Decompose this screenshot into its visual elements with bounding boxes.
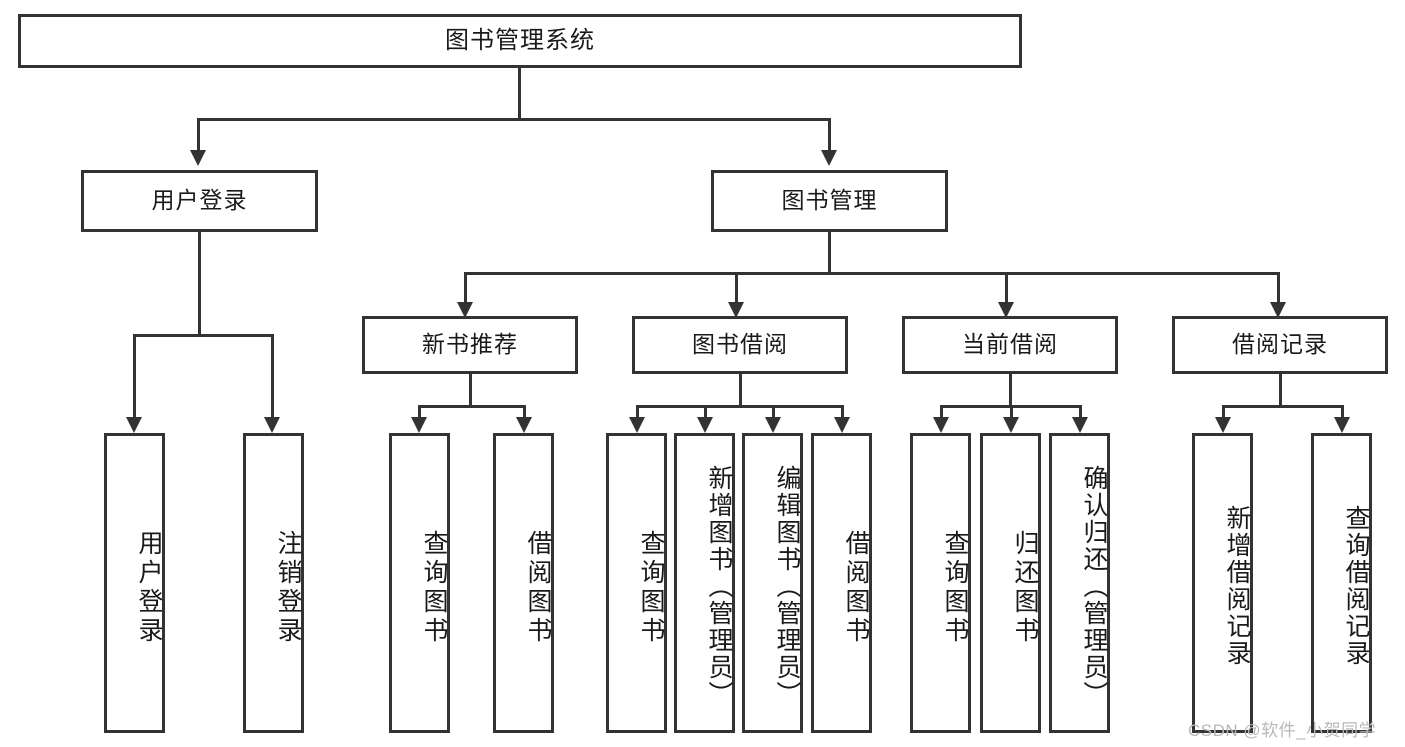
arrow-down-icon — [933, 417, 949, 433]
leaf-query-borrow-record[interactable]: 查询借阅记录 — [1311, 433, 1372, 733]
node-label: 借阅图书 — [842, 530, 870, 646]
edge-branch — [841, 405, 844, 419]
arrow-down-icon — [629, 417, 645, 433]
node-label: 确认归还（管理员） — [1080, 464, 1108, 708]
arrow-down-icon — [1215, 417, 1231, 433]
watermark-text: CSDN @软件_小贺同学 — [1188, 721, 1377, 740]
node-label: 查询图书 — [420, 530, 448, 646]
arrow-down-icon — [1072, 417, 1088, 433]
edge-to-logout-leaf — [271, 334, 274, 419]
edge-root-to-user-login — [197, 118, 200, 152]
node-current-borrow[interactable]: 当前借阅 — [902, 316, 1118, 374]
edge-root-bar — [197, 118, 831, 121]
node-new-book-recommend[interactable]: 新书推荐 — [362, 316, 578, 374]
edge-to-book-borrow — [735, 272, 738, 304]
arrow-down-icon — [190, 150, 206, 166]
node-borrow-record[interactable]: 借阅记录 — [1172, 316, 1388, 374]
edge-to-borrow-record — [1277, 272, 1280, 304]
edge-branch — [636, 405, 639, 419]
edge-branch — [1010, 405, 1013, 419]
leaf-add-book-admin[interactable]: 新增图书（管理员） — [674, 433, 735, 733]
node-label: 图书管理系统 — [445, 26, 595, 54]
leaf-borrow-book[interactable]: 借阅图书 — [811, 433, 872, 733]
arrow-down-icon — [457, 302, 473, 318]
edge-borrow-record-bar — [1222, 405, 1344, 408]
leaf-logout[interactable]: 注销登录 — [243, 433, 304, 733]
edge-branch — [1222, 405, 1225, 419]
edge-branch — [418, 405, 421, 419]
arrow-down-icon — [516, 417, 532, 433]
arrow-down-icon — [264, 417, 280, 433]
edge-root-trunk — [518, 68, 521, 118]
node-label: 用户登录 — [151, 187, 248, 214]
arrow-down-icon — [998, 302, 1014, 318]
node-label: 借阅记录 — [1232, 331, 1328, 358]
node-book-borrow[interactable]: 图书借阅 — [632, 316, 848, 374]
arrow-down-icon — [821, 150, 837, 166]
leaf-add-borrow-record[interactable]: 新增借阅记录 — [1192, 433, 1253, 733]
node-user-login[interactable]: 用户登录 — [81, 170, 318, 232]
leaf-confirm-return-admin[interactable]: 确认归还（管理员） — [1049, 433, 1110, 733]
arrow-down-icon — [1270, 302, 1286, 318]
edge-new-book-recommend-bar — [418, 405, 526, 408]
node-label: 查询图书 — [637, 530, 665, 646]
arrow-down-icon — [1334, 417, 1350, 433]
edge-branch — [772, 405, 775, 419]
node-root-book-management-system[interactable]: 图书管理系统 — [18, 14, 1022, 68]
edge-book-borrow-bar — [636, 405, 844, 408]
leaf-user-login[interactable]: 用户登录 — [104, 433, 165, 733]
node-label: 新书推荐 — [422, 331, 518, 358]
node-label: 注销登录 — [274, 530, 302, 646]
arrow-down-icon — [728, 302, 744, 318]
leaf-borrow-book-recommend[interactable]: 借阅图书 — [493, 433, 554, 733]
edge-user-login-bar — [133, 334, 272, 337]
edge-book-management-trunk — [828, 232, 831, 274]
node-label: 图书管理 — [781, 187, 878, 214]
edge-branch — [523, 405, 526, 419]
edge-book-borrow-trunk — [739, 374, 742, 407]
edge-book-management-bar — [464, 272, 1280, 275]
node-label: 当前借阅 — [962, 331, 1058, 358]
node-label: 归还图书 — [1011, 530, 1039, 646]
node-label: 编辑图书（管理员） — [773, 464, 801, 708]
node-label: 新增图书（管理员） — [705, 464, 733, 708]
edge-to-new-book-recommend — [464, 272, 467, 304]
edge-to-user-login-leaf — [133, 334, 136, 419]
edge-branch — [1341, 405, 1344, 419]
edge-branch — [940, 405, 943, 419]
node-label: 借阅图书 — [524, 530, 552, 646]
arrow-down-icon — [411, 417, 427, 433]
node-label: 新增借阅记录 — [1223, 505, 1251, 667]
edge-branch — [704, 405, 707, 419]
leaf-query-book-borrow[interactable]: 查询图书 — [606, 433, 667, 733]
edge-current-borrow-trunk — [1009, 374, 1012, 407]
leaf-edit-book-admin[interactable]: 编辑图书（管理员） — [742, 433, 803, 733]
node-label: 图书借阅 — [692, 331, 788, 358]
edge-user-login-trunk — [198, 232, 201, 334]
node-label: 查询图书 — [941, 530, 969, 646]
node-book-management[interactable]: 图书管理 — [711, 170, 948, 232]
arrow-down-icon — [1003, 417, 1019, 433]
arrow-down-icon — [765, 417, 781, 433]
edge-branch — [1079, 405, 1082, 419]
node-label: 查询借阅记录 — [1342, 505, 1370, 667]
arrow-down-icon — [834, 417, 850, 433]
arrow-down-icon — [697, 417, 713, 433]
leaf-return-book[interactable]: 归还图书 — [980, 433, 1041, 733]
leaf-query-book-current[interactable]: 查询图书 — [910, 433, 971, 733]
edge-borrow-record-trunk — [1279, 374, 1282, 407]
edge-root-to-book-management — [828, 118, 831, 152]
leaf-query-book-recommend[interactable]: 查询图书 — [389, 433, 450, 733]
edge-new-book-recommend-trunk — [469, 374, 472, 407]
edge-to-current-borrow — [1005, 272, 1008, 304]
arrow-down-icon — [126, 417, 142, 433]
node-label: 用户登录 — [135, 530, 163, 646]
